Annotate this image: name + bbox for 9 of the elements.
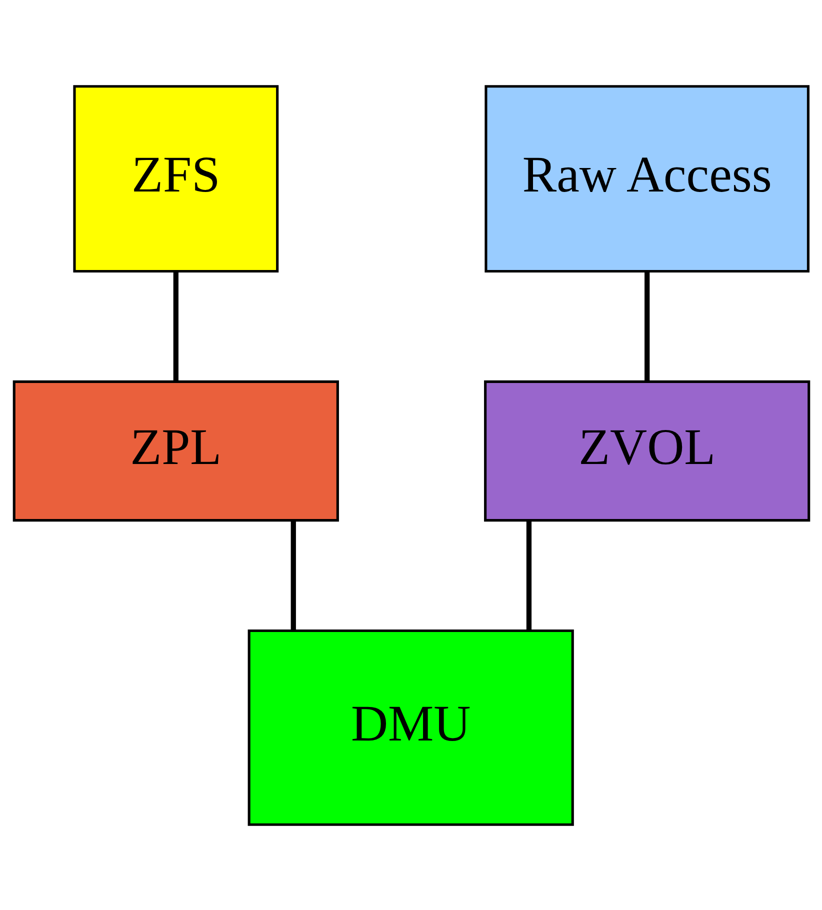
- connector: [172, 270, 178, 382]
- node-box: ZFS: [72, 84, 278, 272]
- connector: [290, 520, 296, 630]
- node-box: ZPL: [12, 380, 338, 522]
- node-box: ZVOL: [484, 380, 810, 522]
- connector: [526, 520, 532, 630]
- connector: [644, 270, 650, 382]
- node-box: DMU: [247, 628, 574, 826]
- node-box: Raw Access: [484, 84, 809, 272]
